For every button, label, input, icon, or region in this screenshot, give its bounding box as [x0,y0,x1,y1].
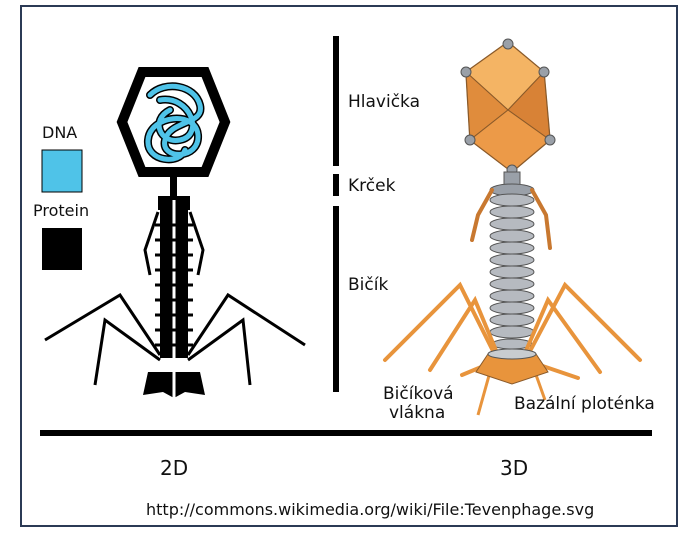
label-tail: Bičík [348,277,388,294]
label-fibers-line2: vlákna [389,405,445,422]
label-fibers-line1: Bičíková [383,386,454,403]
view-label-3d: 3D [500,458,528,478]
source-url: http://commons.wikimedia.org/wiki/File:T… [146,502,594,518]
neck-bracket [333,174,339,196]
tail-sheath-3d [490,194,534,349]
neck-2d [170,174,177,196]
legend-label-protein: Protein [33,203,89,219]
tail-bracket [333,206,339,392]
label-baseplate: Bazální ploténka [514,396,655,413]
label-neck: Krček [348,178,395,195]
phage-2d [45,72,305,398]
legend-label-dna: DNA [42,125,77,141]
phage-3d [385,39,640,415]
legend-swatch-dna [42,150,82,192]
label-head: Hlavička [348,94,420,111]
legend-swatch-protein [42,228,82,270]
baseline-rule [40,430,652,436]
head-bracket [333,36,339,166]
view-label-2d: 2D [160,458,188,478]
